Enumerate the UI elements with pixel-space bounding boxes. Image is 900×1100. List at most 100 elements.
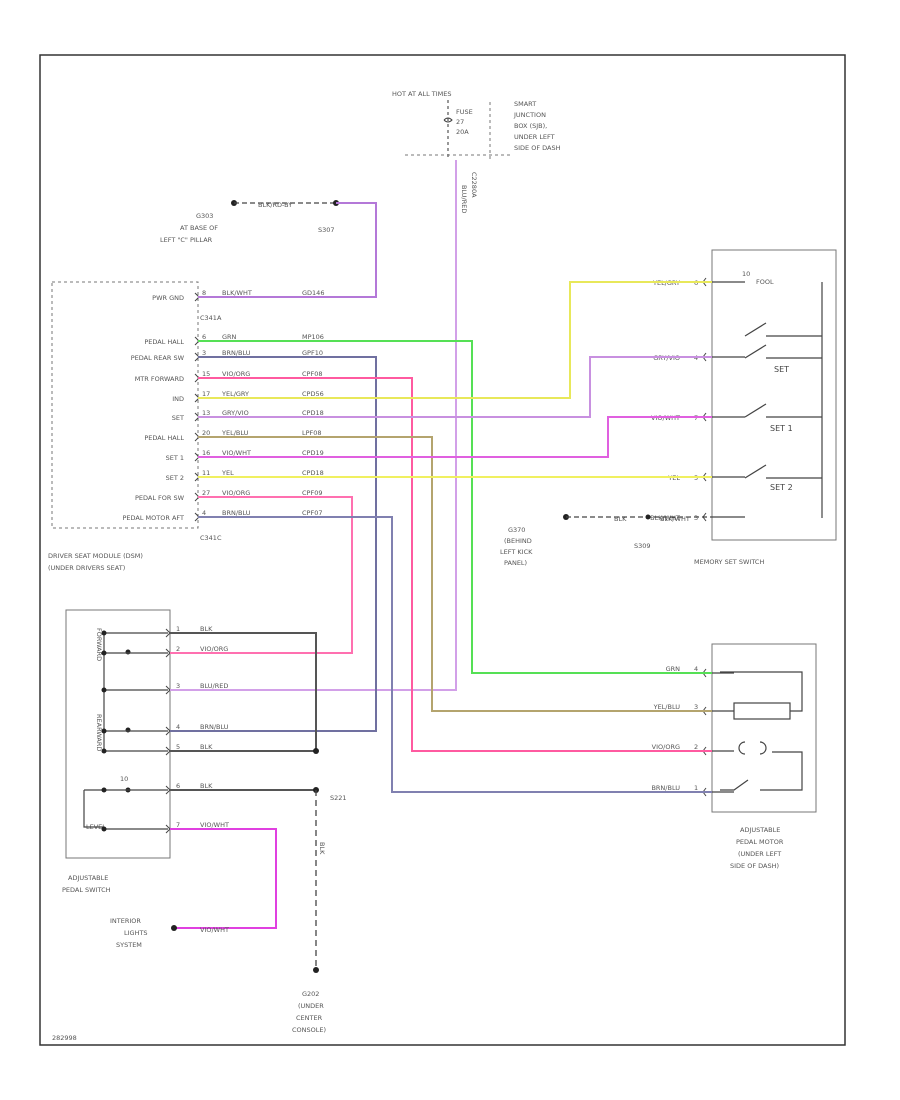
footer-code: 282998 (52, 1034, 77, 1042)
fuse-number: 27 (456, 118, 464, 126)
dsm-pin-circuit: CPF08 (302, 370, 322, 378)
diagram-frame (39, 54, 846, 1046)
pedal-motor-caption-4: SIDE OF DASH) (730, 862, 779, 870)
wire-gry-vio (198, 356, 712, 418)
g202-loc-2: CENTER (296, 1014, 323, 1022)
memory-set2-label: SET 2 (770, 483, 793, 492)
g370-loc-3: PANEL) (504, 559, 527, 567)
dsm-pin-circuit: CPD19 (302, 449, 324, 457)
sjb-line-2: JUNCTION (513, 111, 546, 119)
g303-id: G303 (196, 212, 213, 220)
pedal-switch-pin-number: 1 (176, 625, 180, 633)
pedal-switch-pin-color: BLK (200, 782, 213, 790)
pedal-switch-caption-1: ADJUSTABLE (68, 874, 108, 882)
pedal-switch-box (65, 609, 171, 859)
dsm-pin-circuit: GD146 (302, 289, 324, 297)
wire-vio-wht-interior (170, 828, 277, 929)
dsm-pin-circuit: MP106 (302, 333, 324, 341)
dsm-pin-circuit: CPD18 (302, 409, 324, 417)
pedal-motor-pin-number: 2 (694, 743, 698, 751)
dsm-pin-label: PEDAL HALL (144, 338, 184, 346)
interior-wire-color: VIO/WHT (200, 926, 229, 934)
dsm-pin-circuit: CPD18 (302, 469, 324, 477)
g202-ground-point (313, 967, 319, 973)
wire-vio-org-fwd (198, 377, 712, 752)
g303-location-2: LEFT "C" PILLAR (160, 236, 213, 244)
wire-pwr-gnd (198, 202, 377, 298)
interior-line-2: LIGHTS (124, 929, 148, 937)
dsm-box (51, 281, 199, 529)
g303-wire-color: BLK/RD-BY (258, 201, 292, 209)
interior-line-3: SYSTEM (116, 941, 142, 949)
dsm-conn-c: C341C (200, 534, 222, 542)
sjb-line-3: BOX (SJB), (514, 122, 547, 130)
dsm-pin-circuit: CPF09 (302, 489, 322, 497)
dsm-pin-label: SET (172, 414, 184, 422)
pedal-switch-node (101, 787, 107, 793)
pedal-motor-pin-number: 3 (694, 703, 698, 711)
interior-line-1: INTERIOR (110, 917, 141, 925)
dsm-pin-color: VIO/WHT (222, 449, 251, 457)
dsm-pin-number: 20 (202, 429, 210, 437)
pedal-switch-pin-number: 5 (176, 743, 180, 751)
dsm-pin-color: YEL/GRY (221, 390, 249, 398)
dsm-pin-color: GRN (222, 333, 237, 341)
g202-id: G202 (302, 990, 319, 998)
pedal-switch-pin-number: 3 (176, 682, 180, 690)
memory-set-switch-contact (744, 344, 822, 359)
dsm-pin-label: SET 2 (166, 474, 184, 482)
memory-set-label: SET (774, 365, 789, 374)
g370-wire-1: BLK (614, 515, 627, 523)
memory-ind-label: FOOL (756, 278, 774, 286)
pedal-motor-limit-loop (760, 751, 803, 791)
pedal-switch-node (101, 826, 107, 832)
dsm-pin-color: BRN/BLU (222, 349, 251, 357)
memory-ind-num: 10 (742, 270, 750, 278)
pedal-switch-forward-label: FORWARD (95, 628, 103, 661)
g370-wire-2: BLK/WHT (660, 515, 690, 523)
wire-blk-ps (170, 632, 317, 752)
dsm-pin-color: YEL (221, 469, 234, 477)
dsm-pin-number: 27 (202, 489, 210, 497)
s307-label: S307 (318, 226, 335, 234)
dsm-pin-number: 16 (202, 449, 210, 457)
pedal-motor-pin-color: GRN (666, 665, 681, 673)
dsm-pin-color: VIO/ORG (222, 370, 250, 378)
pedal-switch-pin-number: 4 (176, 723, 180, 731)
dsm-pin-circuit: CPF07 (302, 509, 322, 517)
pedal-switch-node (101, 630, 107, 636)
dsm-pin-number: 4 (202, 509, 206, 517)
dsm-pin-color: YEL/BLU (221, 429, 249, 437)
pedal-motor-caption-1: ADJUSTABLE (740, 826, 780, 834)
hot-wire-color: BLU/RED (460, 185, 468, 213)
g202-loc-3: CONSOLE) (292, 1026, 326, 1034)
sjb-line-4: UNDER LEFT (514, 133, 555, 141)
pedal-motor-box (711, 643, 817, 813)
dsm-pin-number: 11 (202, 469, 210, 477)
g202-loc-1: (UNDER (298, 1002, 324, 1010)
pedal-motor-caption-2: PEDAL MOTOR (736, 838, 784, 846)
dsm-pin-label: SET 1 (166, 454, 184, 462)
memory-ind-contact (744, 322, 822, 337)
pedal-switch-pin-color: BLK (200, 743, 213, 751)
dsm-pin-number: 17 (202, 390, 210, 398)
dsm-caption-1: DRIVER SEAT MODULE (DSM) (48, 552, 143, 560)
memory-set1-switch-contact (744, 403, 822, 418)
pedal-switch-rear-contact (125, 727, 131, 733)
dsm-caption-2: (UNDER DRIVERS SEAT) (48, 564, 125, 572)
s309-label: S309 (634, 542, 651, 550)
pedal-motor-sensor-loop (720, 671, 803, 712)
pedal-switch-forward-contact (125, 649, 131, 655)
